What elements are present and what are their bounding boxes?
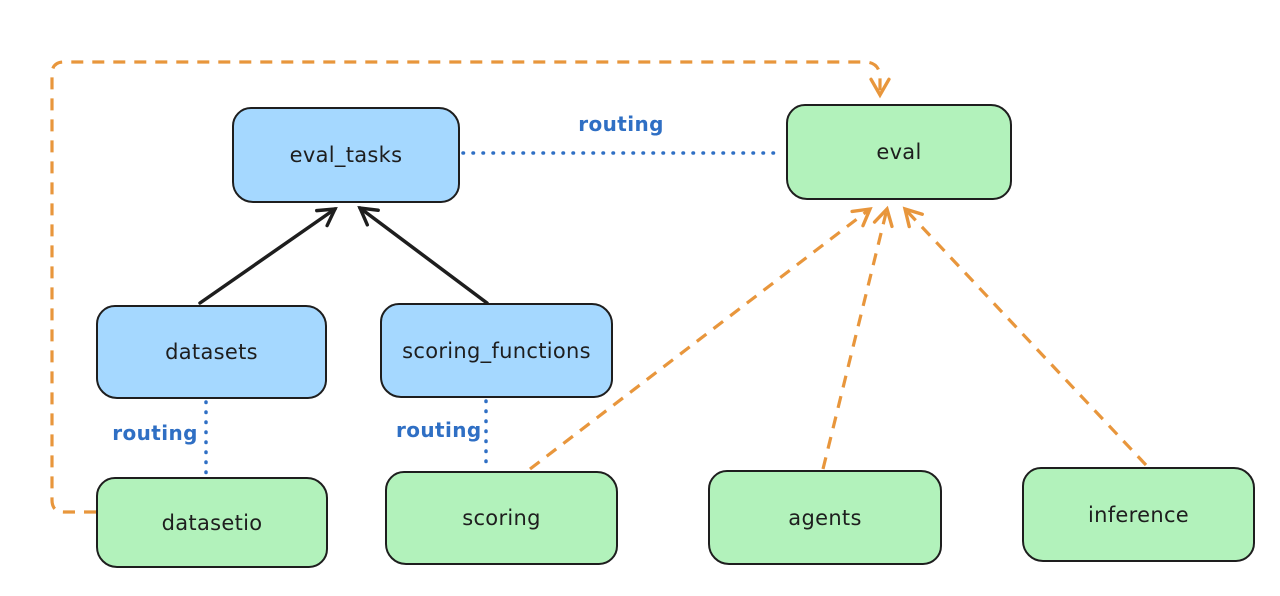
- node-scoring: scoring: [385, 471, 618, 565]
- routing-label-eval-tasks-eval: routing: [578, 112, 664, 136]
- node-datasetio: datasetio: [96, 477, 328, 568]
- node-inference-label: inference: [1087, 502, 1190, 527]
- node-scoring-functions-label: scoring_functions: [402, 338, 591, 363]
- routing-label-datasets-datasetio: routing: [112, 421, 198, 445]
- node-datasets-label: datasets: [165, 340, 258, 364]
- node-eval-label: eval: [876, 140, 922, 164]
- node-inference: inference: [1022, 467, 1255, 562]
- edge-scoring-functions-to-eval-tasks: [357, 205, 489, 305]
- node-eval: eval: [786, 104, 1012, 200]
- node-agents-label: agents: [788, 505, 862, 530]
- edge-datasets-to-eval-tasks: [198, 207, 338, 305]
- node-scoring-functions: scoring_functions: [380, 303, 613, 398]
- node-eval-tasks-label: eval_tasks: [289, 143, 403, 167]
- node-datasets: datasets: [96, 305, 327, 399]
- edge-scoring-to-eval: [529, 206, 873, 471]
- edge-agents-to-eval: [821, 205, 894, 470]
- node-agents: agents: [708, 470, 942, 565]
- node-eval-tasks: eval_tasks: [232, 107, 460, 203]
- routing-label-scoring-functions-scoring: routing: [396, 418, 482, 442]
- edge-datasetio-to-eval: [50, 60, 891, 514]
- node-datasetio-label: datasetio: [161, 510, 263, 535]
- edge-inference-to-eval: [902, 206, 1148, 467]
- node-scoring-label: scoring: [462, 506, 541, 530]
